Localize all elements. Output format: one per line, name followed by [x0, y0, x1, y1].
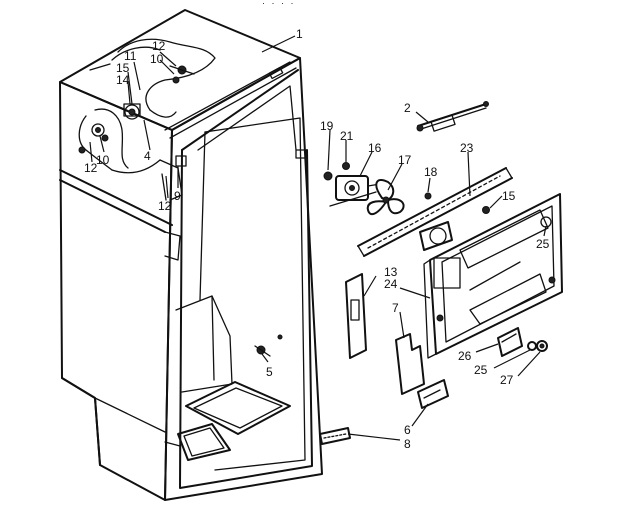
callout-12: 12	[152, 39, 166, 53]
callout-26: 26	[458, 349, 472, 363]
part-panel-7	[395, 333, 425, 395]
callout-5: 5	[266, 365, 273, 379]
refrigerator-cabinet	[59, 9, 323, 501]
part-fan-motor-16	[329, 175, 381, 207]
callout-12: 12	[158, 199, 172, 213]
leader-lines	[89, 35, 547, 441]
part-fan-blade-17	[366, 179, 405, 216]
callout-11: 11	[124, 49, 137, 63]
callout-10: 10	[150, 52, 164, 66]
part-rail-23	[357, 167, 513, 257]
callout-8: 8	[404, 437, 411, 451]
callout-15: 15	[502, 189, 516, 203]
callout-17: 17	[398, 153, 412, 167]
part-bracket-13	[345, 273, 367, 359]
part-screw-19	[323, 171, 333, 181]
callout-14: 14	[116, 73, 130, 87]
callout-18: 18	[424, 165, 438, 179]
callout-10: 10	[96, 153, 110, 167]
callout-27: 27	[500, 373, 514, 387]
part-clip-27	[536, 340, 548, 352]
callout-4: 4	[144, 149, 151, 163]
callout-6: 6	[404, 423, 411, 437]
wiring-harness-top	[89, 38, 216, 118]
callout-19: 19	[320, 119, 334, 133]
part-screw-15	[482, 206, 490, 214]
part-plate-6	[417, 379, 449, 409]
callout-1: 1	[296, 27, 303, 41]
callout-25: 25	[536, 237, 550, 251]
header-text: · · · ·	[262, 0, 296, 8]
callout-2: 2	[404, 101, 411, 115]
part-bracket-26	[497, 327, 523, 357]
part-screw-5	[254, 334, 283, 357]
part-screw-18	[424, 192, 432, 200]
callout-25: 25	[474, 363, 488, 377]
callout-21: 21	[340, 129, 354, 143]
part-screw-21	[342, 162, 350, 170]
callout-12: 12	[84, 161, 98, 175]
callout-7: 7	[392, 301, 399, 315]
part-evaporator-cover-24	[423, 193, 563, 359]
part-grommet-25	[527, 341, 537, 351]
part-heater-wire-2	[416, 101, 489, 132]
callout-24: 24	[384, 277, 398, 291]
callout-23: 23	[460, 141, 474, 155]
callout-9: 9	[174, 189, 181, 203]
callout-13: 13	[384, 265, 398, 279]
callout-16: 16	[368, 141, 382, 155]
callout-15: 15	[116, 61, 130, 75]
callout-labels: 1 12 10 11 15 14 4 10 12 9 12 2 19 21 16…	[84, 27, 550, 451]
part-strip-8	[319, 427, 351, 445]
